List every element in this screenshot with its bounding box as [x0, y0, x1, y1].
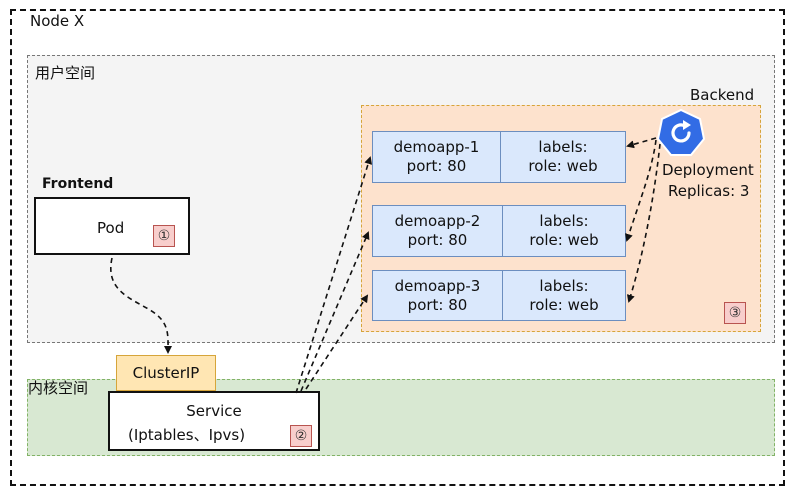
labels-title: labels:: [539, 212, 589, 230]
app-info: demoapp-1 port: 80: [373, 132, 501, 182]
pod-label: Pod: [97, 219, 125, 237]
frontend-label: Frontend: [42, 176, 114, 192]
app-demoapp-3[interactable]: demoapp-3 port: 80 labels: role: web: [372, 270, 626, 321]
app-labels: labels: role: web: [501, 132, 625, 182]
app-port: port: 80: [406, 157, 467, 175]
app-port: port: 80: [407, 295, 468, 314]
labels-value: role: web: [529, 295, 599, 314]
app-port: port: 80: [407, 231, 468, 249]
labels-title: labels:: [538, 138, 588, 156]
app-name: demoapp-1: [393, 138, 480, 156]
labels-value: role: web: [529, 231, 599, 249]
app-labels: labels: role: web: [503, 206, 625, 256]
kernel-space-label: 内核空间: [28, 379, 89, 397]
node-label: Node X: [30, 12, 85, 30]
clusterip-tab[interactable]: ClusterIP: [116, 355, 216, 391]
service-name: Service: [186, 402, 242, 420]
labels-title: labels:: [539, 276, 589, 295]
app-demoapp-2[interactable]: demoapp-2 port: 80 labels: role: web: [372, 205, 626, 257]
deployment-icon[interactable]: [656, 108, 706, 158]
user-space-label: 用户空间: [35, 64, 96, 82]
app-demoapp-1[interactable]: demoapp-1 port: 80 labels: role: web: [372, 131, 626, 183]
app-info: demoapp-3 port: 80: [373, 271, 503, 320]
replicas-label: Replicas: 3: [668, 182, 750, 200]
labels-value: role: web: [528, 157, 598, 175]
app-info: demoapp-2 port: 80: [373, 206, 503, 256]
app-name: demoapp-2: [394, 212, 481, 230]
deployment-label: Deployment: [662, 161, 754, 179]
step-marker-2: ②: [290, 425, 312, 447]
app-labels: labels: role: web: [503, 271, 625, 320]
service-box[interactable]: [108, 391, 320, 451]
step-marker-3: ③: [724, 302, 746, 324]
service-mode: (Iptables、Ipvs): [128, 426, 246, 444]
node-boundary: [10, 9, 785, 486]
backend-label: Backend: [690, 86, 755, 104]
app-name: demoapp-3: [394, 276, 481, 295]
step-marker-1: ①: [153, 225, 175, 247]
